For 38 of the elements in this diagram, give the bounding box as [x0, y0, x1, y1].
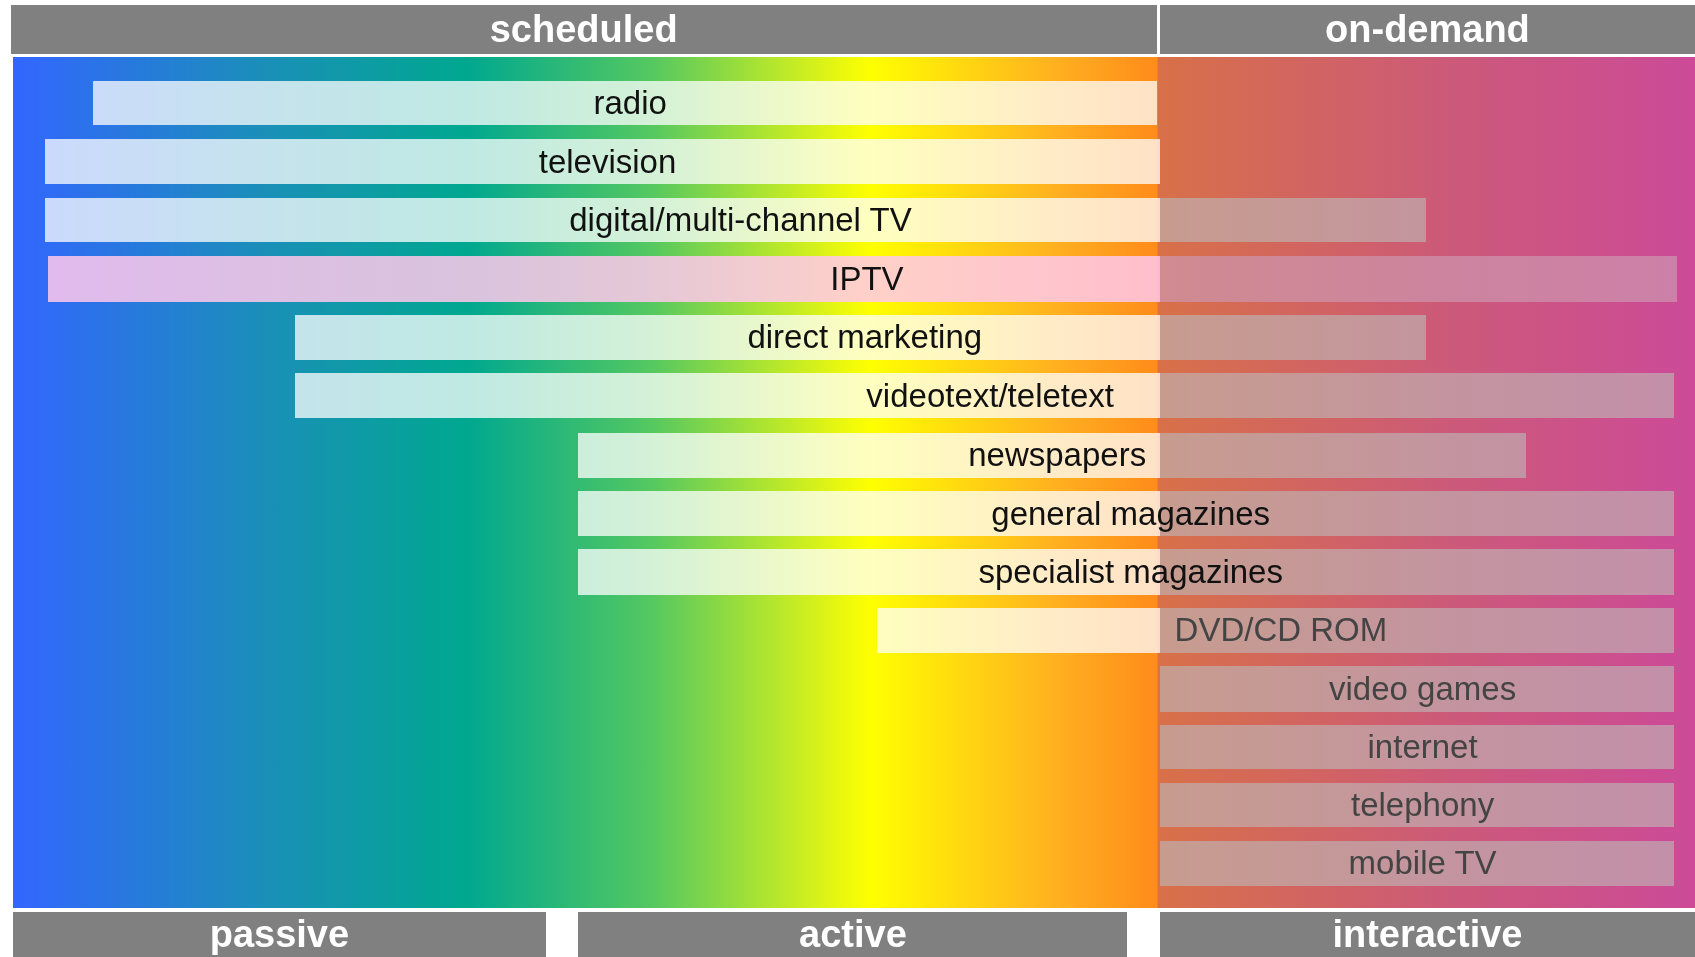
media-bar — [578, 490, 1675, 537]
header-label: active — [799, 912, 907, 956]
bar-label: internet — [1367, 727, 1478, 766]
media-bar — [578, 432, 1527, 478]
media-bar — [45, 197, 1426, 243]
header-label: passive — [209, 912, 350, 956]
bar-label: newspapers — [968, 436, 1147, 475]
media-bar — [1159, 782, 1675, 828]
header-label: scheduled — [489, 8, 678, 52]
header-band — [1159, 5, 1695, 55]
header-band — [12, 911, 546, 957]
bar-label: videotext/teletext — [866, 376, 1114, 415]
header-band — [1159, 911, 1695, 957]
bar-label: video games — [1329, 669, 1517, 708]
media-bar — [295, 314, 1426, 361]
media-bar — [295, 373, 1675, 419]
bar-label: digital/multi-channel TV — [569, 201, 912, 240]
media-bar — [1159, 666, 1675, 712]
bar-label: direct marketing — [747, 318, 983, 357]
header-label: interactive — [1332, 912, 1523, 956]
bar-label: mobile TV — [1348, 844, 1497, 883]
media-bar — [47, 256, 1677, 302]
media-bar — [1159, 841, 1675, 886]
media-bar — [1159, 724, 1675, 769]
bar-label: DVD/CD ROM — [1174, 611, 1388, 650]
media-bar — [92, 81, 1157, 126]
media-bar — [578, 549, 1675, 595]
bar-label: IPTV — [830, 260, 904, 298]
media-bar — [876, 607, 1675, 654]
bar-label: general magazines — [991, 494, 1271, 533]
header-band — [578, 911, 1128, 957]
media-bar — [45, 139, 1160, 184]
bar-label: telephony — [1351, 786, 1495, 825]
header-label: on-demand — [1325, 8, 1530, 52]
bar-label: specialist magazines — [978, 553, 1283, 592]
header-band — [10, 5, 1157, 55]
bar-label: television — [538, 142, 677, 181]
bar-label: radio — [593, 84, 667, 123]
